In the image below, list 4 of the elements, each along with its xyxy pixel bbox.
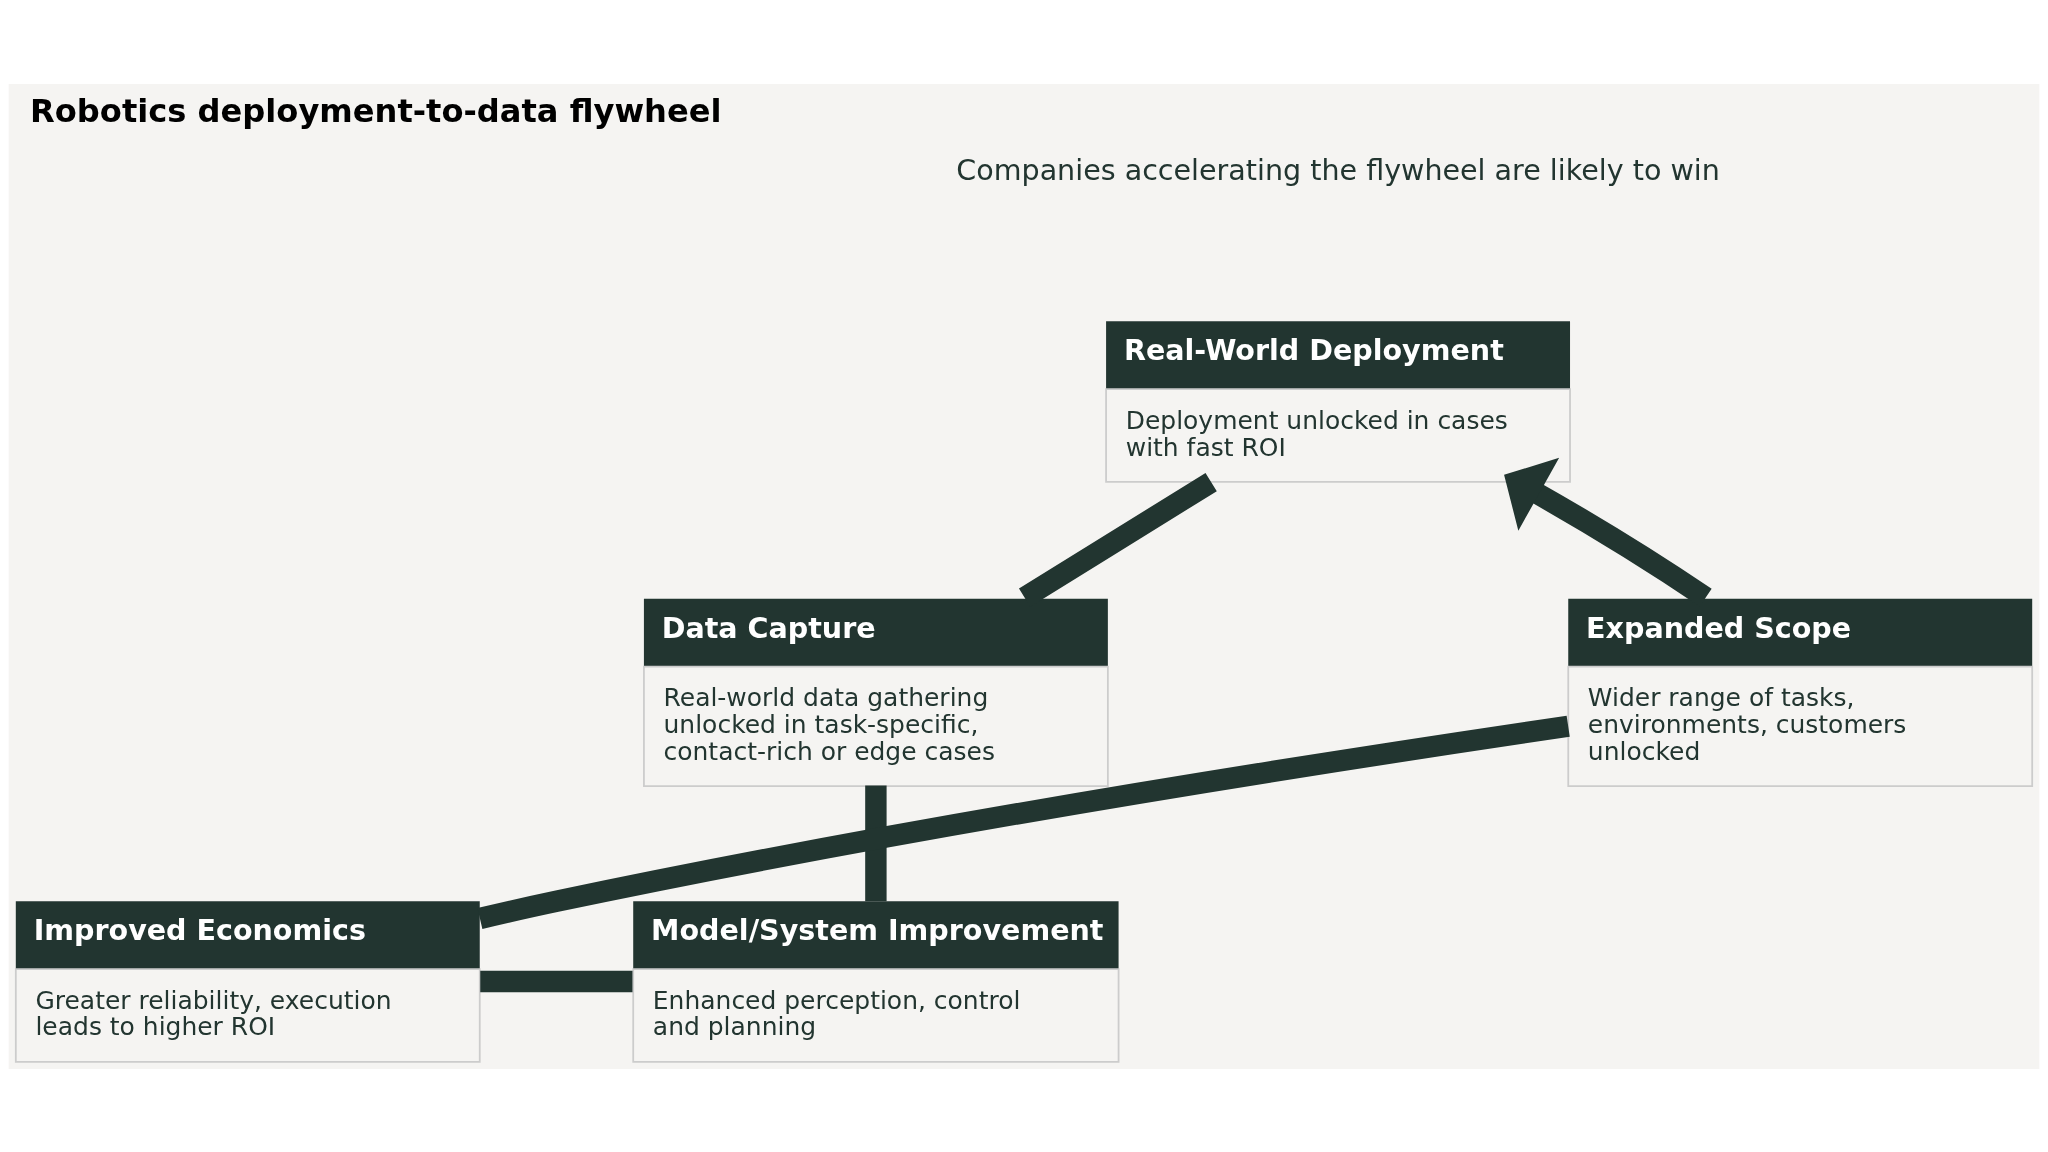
connector <box>477 715 1570 929</box>
connector <box>480 970 633 992</box>
label: Companies accelerating the flywheel are likely to win <box>956 152 1720 187</box>
diagram-title: Robotics deployment-to-data flywheel <box>30 91 722 130</box>
